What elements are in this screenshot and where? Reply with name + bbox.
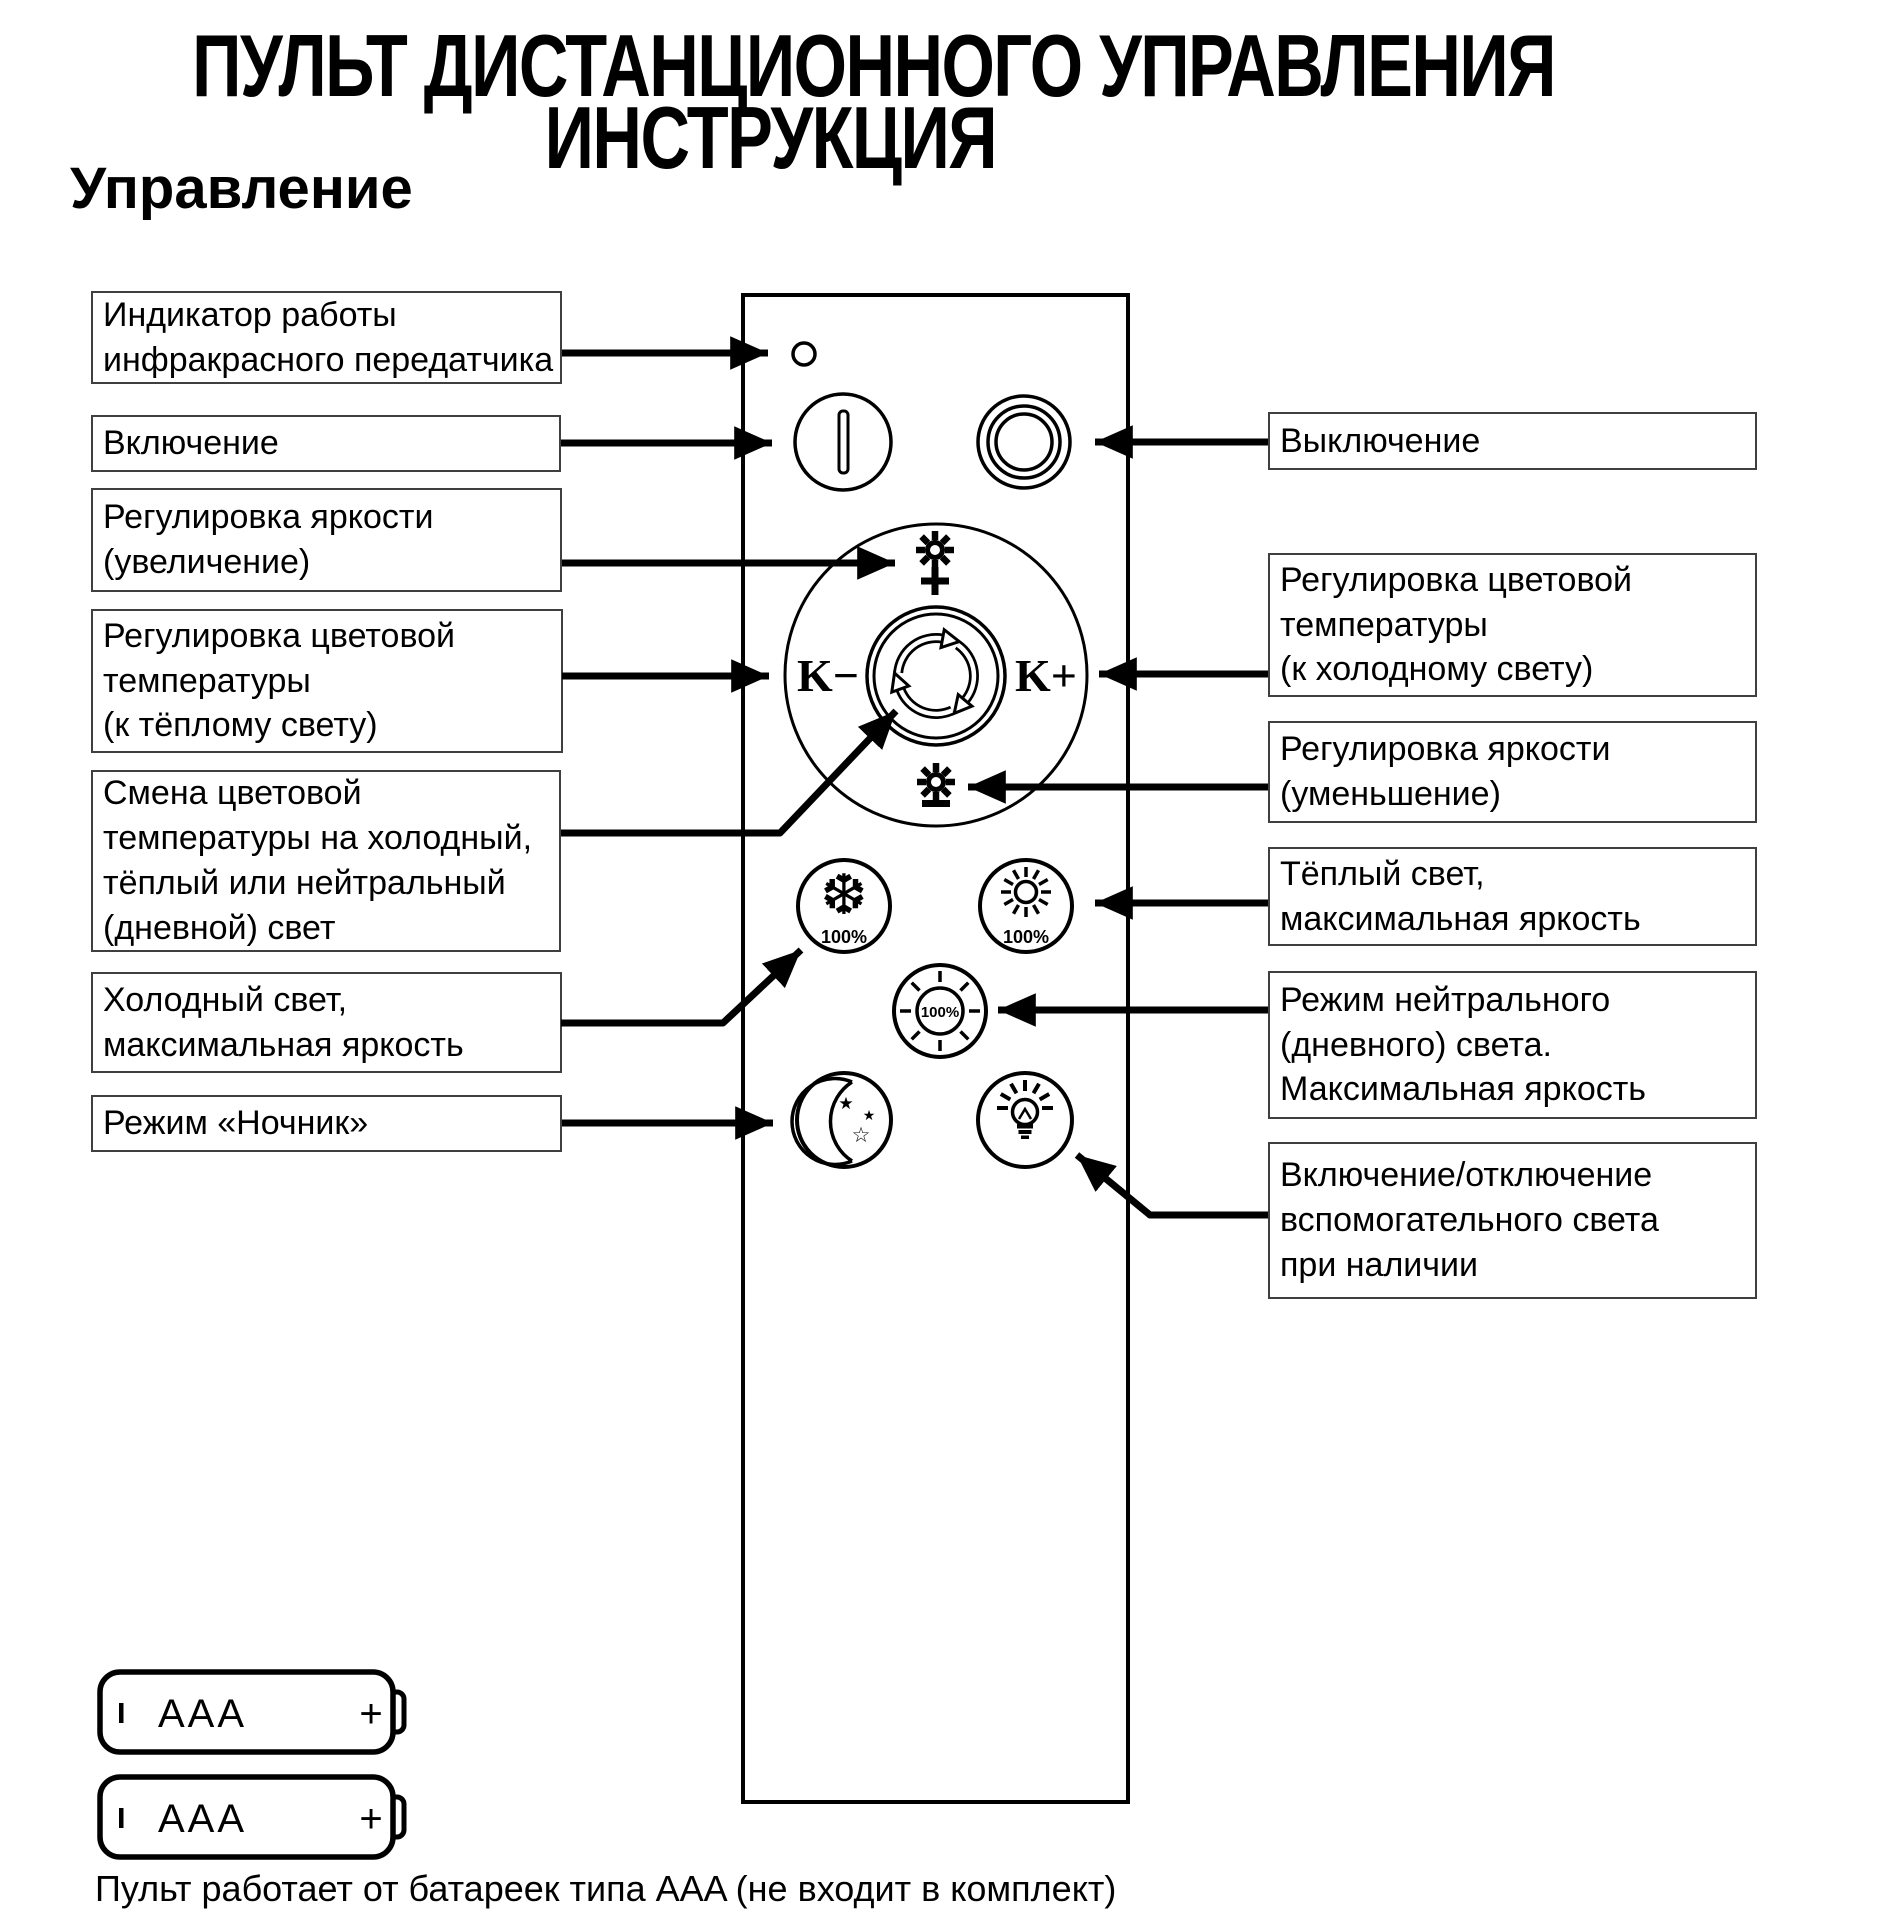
cycle-arrows-icon [889,626,979,719]
battery-type-label: AAA [158,1797,247,1841]
page-title: ПУЛЬТ ДИСТАНЦИОННОГО УПРАВЛЕНИЯ ИНСТРУКЦ… [0,21,1556,188]
snowflake-icon: ❆ [821,863,868,928]
plus-icon [921,567,949,595]
minus-icon [922,800,950,807]
neutral-max-label: 100% [921,1004,959,1021]
label-warm-max: Тёплый свет, максимальная яркость [1268,847,1757,946]
label-brightness-up: Регулировка яркости (увеличение) [91,488,562,592]
brightness-down-button[interactable] [917,763,955,807]
color-cycle-button[interactable] [865,605,1007,747]
ir-indicator-led [791,341,817,367]
power-off-ring-icon [986,404,1062,480]
battery-2: AAA + [97,1774,407,1860]
battery-plus-terminal: + [359,1692,382,1736]
label-cold-max: Холодный свет, максимальная яркость [91,972,562,1073]
label-power-off: Выключение [1268,412,1757,470]
battery-plus-terminal: + [359,1797,382,1841]
label-ir-indicator: Индикатор работы инфракрасного передатчи… [91,291,562,384]
k-plus-button[interactable]: K+ [1015,650,1077,701]
night-mode-button[interactable]: ★ ★ ☆ [790,1071,893,1169]
label-brightness-down: Регулировка яркости (уменьшение) [1268,721,1757,823]
title-line-2: ИНСТРУКЦИЯ [544,88,997,188]
neutral-max-button[interactable]: 100% [892,963,988,1059]
star-outline-icon: ☆ [852,1123,871,1147]
remote-body [741,293,1130,1804]
brightness-up-button[interactable] [916,531,954,595]
power-off-button[interactable] [976,394,1072,490]
section-heading: Управление [70,156,413,221]
warm-max-label: 100% [1003,927,1049,947]
moon-icon [790,1076,853,1167]
label-warm-temp: Регулировка цветовой температуры (к тёпл… [91,609,563,753]
k-minus-button[interactable]: K− [797,650,859,701]
battery-minus-terminal [119,1703,124,1723]
title-line-1: ПУЛЬТ ДИСТАНЦИОННОГО УПРАВЛЕНИЯ [192,16,1556,115]
battery-type-label: AAA [158,1692,247,1736]
label-temp-cycle: Смена цветовой температуры на холодный, … [91,770,561,952]
power-bar-icon [837,409,850,475]
arrow-cold-max [561,947,804,1027]
battery-note: Пульт работает от батареек типа AAA (не … [95,1868,1117,1909]
label-cold-temp: Регулировка цветовой температуры (к холо… [1268,553,1757,697]
label-neutral-max: Режим нейтрального (дневного) света. Мак… [1268,971,1757,1119]
aux-light-button[interactable] [976,1071,1074,1169]
neutral-rays-icon [900,971,980,1051]
cold-max-button[interactable]: ❆ 100% [796,858,892,954]
annotation-arrows [561,336,1268,1219]
arrow-aux-light [1074,1152,1268,1219]
arrow-temp-cycle [561,708,899,837]
label-power-on: Включение [91,415,561,472]
central-pad[interactable]: K− K+ [783,522,1089,828]
label-aux-light: Включение/отключение вспомогательного св… [1268,1142,1757,1299]
star-icon: ★ [838,1094,853,1114]
sun-rays-icon [1001,867,1051,917]
star-icon: ★ [863,1108,876,1124]
battery-1: AAA + [97,1669,407,1755]
warm-max-button[interactable]: 100% [978,858,1074,954]
power-on-button[interactable] [793,392,893,492]
battery-minus-terminal [119,1808,124,1828]
bulb-icon [997,1080,1053,1139]
label-night-mode: Режим «Ночник» [91,1095,562,1152]
cold-max-label: 100% [821,927,867,947]
